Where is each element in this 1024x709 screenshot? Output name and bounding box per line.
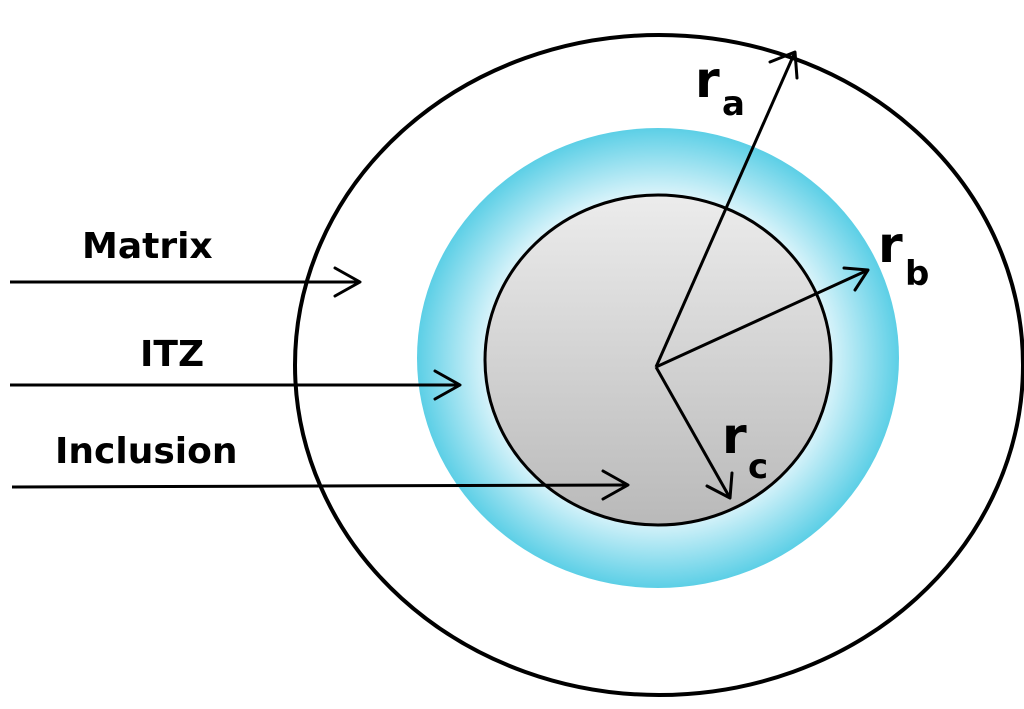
inclusion-pointer-arrow	[11, 469, 630, 501]
svg-text:a: a	[722, 84, 745, 124]
svg-text:b: b	[905, 254, 929, 294]
svg-text:r: r	[722, 407, 747, 465]
radius-arrow-ra	[654, 50, 799, 368]
itz-label: ITZ	[140, 334, 204, 375]
svg-text:c: c	[748, 447, 768, 487]
svg-text:r: r	[878, 216, 903, 274]
rb-label: r b	[878, 216, 929, 294]
radius-arrow-rc	[654, 366, 734, 500]
itz-pointer-arrow	[10, 369, 462, 401]
matrix-label: Matrix	[82, 226, 213, 267]
svg-text:r: r	[695, 51, 720, 109]
ra-label: r a	[695, 51, 745, 124]
radius-arrow-rb	[655, 266, 870, 369]
inclusion-label: Inclusion	[55, 431, 237, 472]
matrix-pointer-arrow	[10, 266, 362, 298]
rc-label: r c	[722, 407, 768, 487]
